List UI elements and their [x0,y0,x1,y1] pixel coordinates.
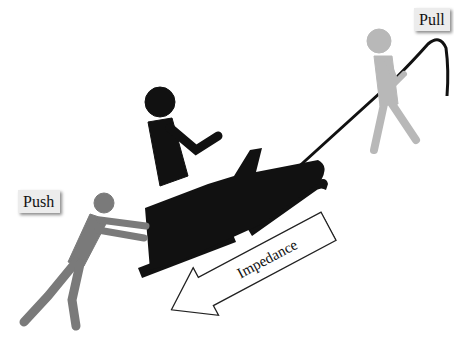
rider [145,87,218,186]
pulling-person [367,29,416,150]
arrow-shape [159,202,342,333]
label-text: Push [23,192,55,211]
pull-tag: Pull [414,8,450,31]
push-tag: Push [18,190,60,213]
label-text: Pull [419,10,445,29]
